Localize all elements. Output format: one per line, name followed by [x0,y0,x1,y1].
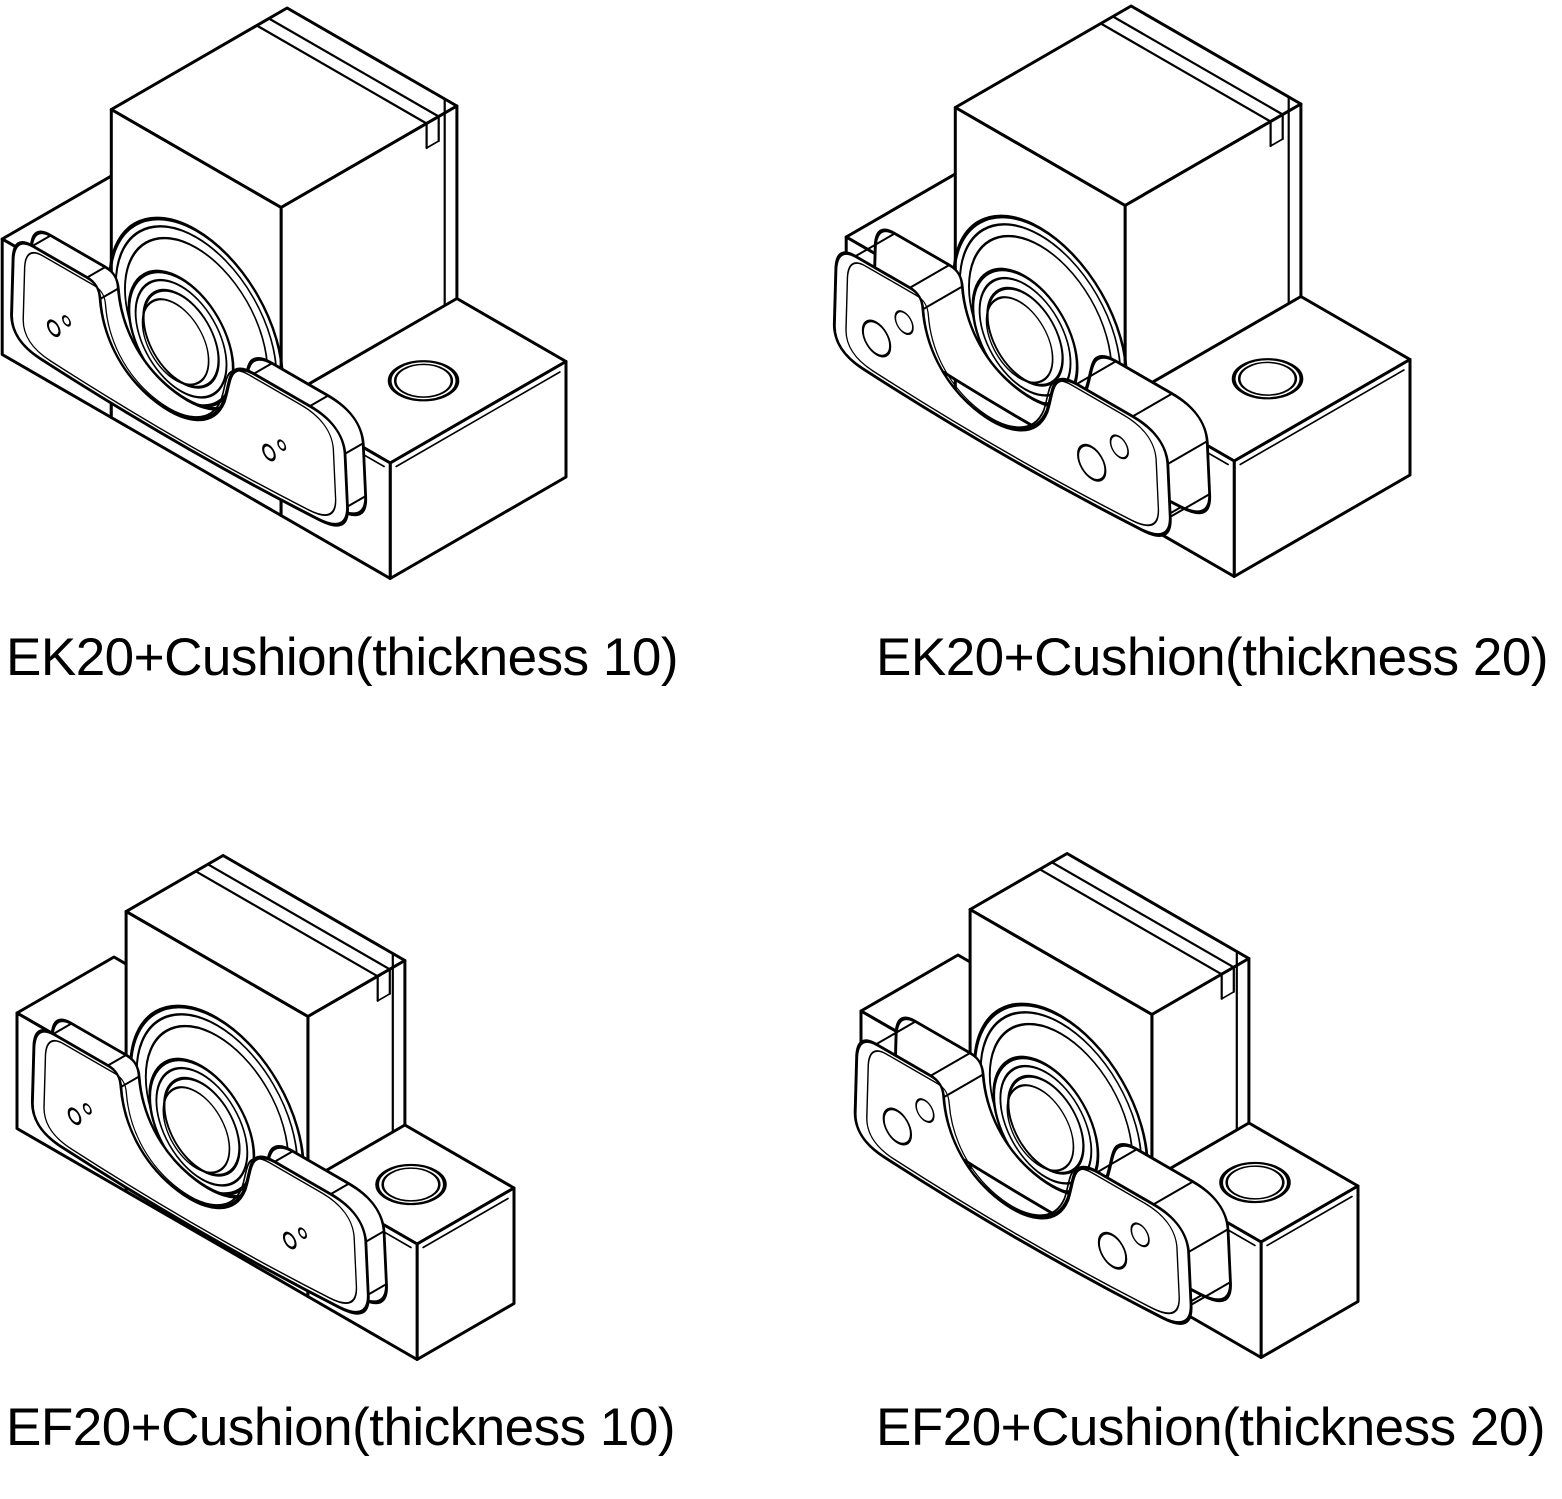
ef20-cushion20-isometric-drawing [853,852,1360,1359]
figure-label: EF20+Cushion(thickness 20) [876,1398,1546,1457]
figure-ek20-cushion20: EK20+Cushion(thickness 20) [781,0,1562,696]
figure-ek20-cushion10: EK20+Cushion(thickness 10) [0,0,781,696]
ef20-cushion10-isometric-drawing [15,854,516,1361]
figure-row-top: EK20+Cushion(thickness 10) EK20+Cushion(… [0,0,1562,696]
figure-label: EK20+Cushion(thickness 10) [6,628,678,687]
figure-label: EF20+Cushion(thickness 10) [6,1398,676,1457]
figure-row-bottom: EF20+Cushion(thickness 10) EF20+Cushion(… [0,810,1562,1466]
ek20-cushion20-isometric-drawing [832,4,1412,578]
figure-ef20-cushion10: EF20+Cushion(thickness 10) [0,810,781,1466]
figure-label: EK20+Cushion(thickness 20) [876,628,1548,687]
ek20-cushion10-isometric-drawing [0,6,568,580]
figure-ef20-cushion20: EF20+Cushion(thickness 20) [781,810,1562,1466]
